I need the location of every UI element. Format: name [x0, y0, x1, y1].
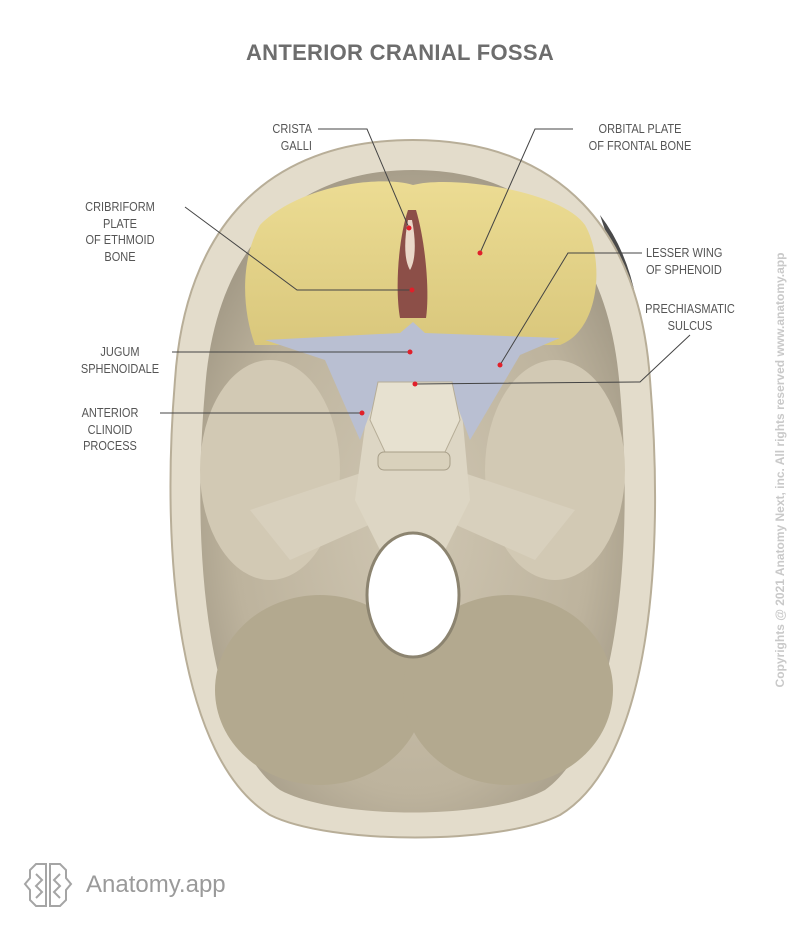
leader-orbital-plate	[479, 128, 573, 254]
leader-crista-galli	[318, 128, 410, 229]
brand-name: Anatomy.app	[86, 871, 226, 898]
marker-orbital-plate	[477, 250, 483, 256]
leader-lines	[160, 128, 691, 414]
brand-logo[interactable]: Anatomy.app	[22, 860, 226, 910]
foramen-magnum	[365, 531, 461, 659]
marker-jugum	[407, 349, 413, 355]
label-lesser-wing: LESSER WING OF SPHENOID	[646, 246, 723, 277]
leader-cribriform	[184, 206, 412, 291]
leader-lesser-wing	[499, 252, 642, 366]
label-cribriform-plate: CRIBRIFORM PLATE OF ETHMOID BONE	[85, 200, 155, 264]
label-jugum-sphenoidale: JUGUM SPHENOIDALE	[80, 345, 160, 376]
label-crista-galli: CRISTA GALLI	[272, 122, 312, 153]
diagram-title: ANTERIOR CRANIAL FOSSA	[245, 40, 555, 65]
crista-galli-highlight	[405, 220, 415, 270]
petrous-ridge-right	[445, 470, 575, 560]
posterior-fossa-right	[403, 595, 613, 785]
dorsum-sellae	[377, 451, 451, 471]
marker-crista-galli	[406, 225, 412, 231]
brain-logo-icon	[23, 863, 73, 907]
label-anterior-clinoid: ANTERIOR CLINOID PROCESS	[81, 406, 139, 453]
marker-anterior-clinoid	[359, 410, 365, 416]
label-prechiasmatic-sulcus: PRECHIASMATIC SULCUS	[645, 302, 735, 333]
copyright-notice: Copyrights @ 2021 Anatomy Next, inc. All…	[773, 252, 787, 688]
posterior-fossa-left	[215, 595, 425, 785]
label-orbital-plate: ORBITAL PLATE OF FRONTAL BONE	[588, 122, 692, 153]
marker-lesser-wing	[497, 362, 503, 368]
marker-prechiasmatic	[412, 381, 418, 387]
tuberculum-sellae	[369, 381, 461, 453]
petrous-ridge-left	[250, 470, 380, 560]
leader-prechiasmatic	[414, 334, 691, 385]
marker-cribriform	[409, 287, 415, 293]
